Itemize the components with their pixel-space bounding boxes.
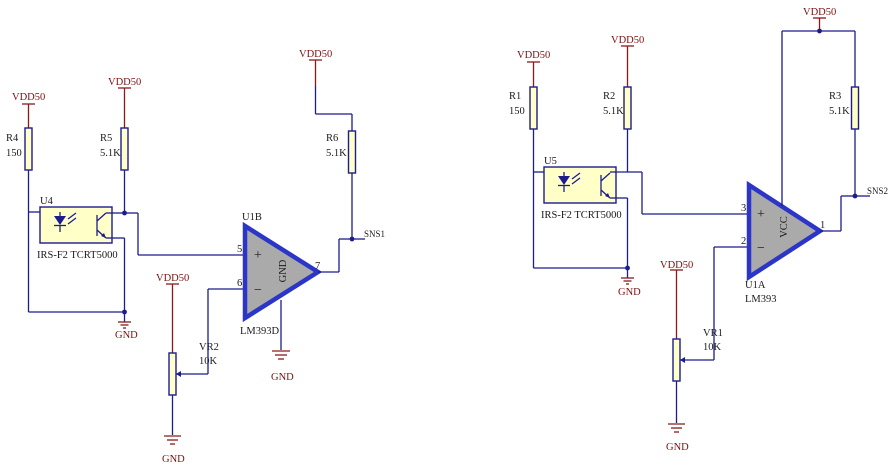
vdd-label-r5: VDD50 xyxy=(108,77,141,88)
vdd-label-top: VDD50 xyxy=(803,7,836,18)
vdd-port-r1: VDD50 xyxy=(517,50,550,87)
gnd-label-u1b: GND xyxy=(271,372,294,383)
optocoupler-u4[interactable]: U4 IRS-F2 TCRT5000 xyxy=(37,196,118,261)
junction-u4-gnd xyxy=(122,309,127,315)
u5-part: IRS-F2 TCRT5000 xyxy=(541,210,622,221)
u1b-plus-sign: + xyxy=(254,248,262,263)
vr1-value: 10K xyxy=(703,342,722,353)
vdd-label-vr1: VDD50 xyxy=(660,260,693,271)
r6-ref: R6 xyxy=(326,133,338,144)
r1-ref: R1 xyxy=(509,91,521,102)
optocoupler-u5[interactable]: U5 IRS-F2 TCRT5000 xyxy=(541,156,622,221)
vdd-label-r6: VDD50 xyxy=(299,49,332,60)
ground-u4: GND xyxy=(115,321,138,341)
vdd-port-r2: VDD50 xyxy=(611,35,644,87)
u1b-part: LM393D xyxy=(240,326,280,337)
resistor-r6[interactable]: R6 5.1K xyxy=(326,130,357,174)
junction-u5-gnd xyxy=(625,265,630,271)
r2-ref: R2 xyxy=(603,91,615,102)
vdd-port-r5: VDD50 xyxy=(108,77,141,128)
r4-ref: R4 xyxy=(6,133,19,144)
u1b-power-label: GND xyxy=(278,259,289,282)
gnd-label-vr2: GND xyxy=(162,454,185,465)
potentiometer-vr1[interactable]: VR1 10K xyxy=(672,328,723,382)
potentiometer-vr2[interactable]: VR2 10K xyxy=(168,342,219,396)
ground-u5: GND xyxy=(618,277,641,298)
net-label-sns1: SNS1 xyxy=(364,229,385,239)
u1a-minus-sign: − xyxy=(757,241,765,256)
gnd-label-u4: GND xyxy=(115,330,138,341)
resistor-r2[interactable]: R2 5.1K xyxy=(603,86,632,130)
ground-vr2: GND xyxy=(162,435,185,465)
u1b-pin-6: 6 xyxy=(237,278,242,289)
junction-vdd-top xyxy=(817,28,822,34)
vdd-label-vr2: VDD50 xyxy=(156,273,189,284)
vdd-port-r6: VDD50 xyxy=(299,49,332,86)
r2-value: 5.1K xyxy=(603,106,624,117)
r4-value: 150 xyxy=(6,148,22,159)
u1a-pin-3: 3 xyxy=(741,203,746,214)
vr1-ref: VR1 xyxy=(703,328,723,339)
r3-ref: R3 xyxy=(829,91,841,102)
u1b-minus-sign: − xyxy=(254,283,262,298)
vdd-label-r1: VDD50 xyxy=(517,50,550,61)
vdd-port-vr1: VDD50 xyxy=(660,260,693,339)
r5-value: 5.1K xyxy=(100,148,121,159)
u1a-ref: U1A xyxy=(745,280,766,291)
r6-value: 5.1K xyxy=(326,148,347,159)
u1b-pin-5: 5 xyxy=(237,244,242,255)
vr2-ref: VR2 xyxy=(199,342,219,353)
vdd-label-r4: VDD50 xyxy=(12,92,45,103)
net-label-sns2: SNS2 xyxy=(867,186,888,196)
u1a-pin-1: 1 xyxy=(820,220,825,231)
led-icon xyxy=(54,216,66,225)
gnd-label-vr1: GND xyxy=(666,442,689,453)
comparator-u1a[interactable]: + − VCC 3 2 1 U1A LM393 xyxy=(741,180,825,305)
r3-value: 5.1K xyxy=(829,106,850,117)
gnd-label-u5: GND xyxy=(618,287,641,298)
u4-ref: U4 xyxy=(40,196,54,207)
u1a-part: LM393 xyxy=(745,294,777,305)
circuit-1: VDD50 R4 150 VDD50 R5 5.1K xyxy=(6,49,385,465)
comparator-u1b[interactable]: + − GND 5 6 7 U1B LM393D xyxy=(237,212,323,337)
vdd-label-r2: VDD50 xyxy=(611,35,644,46)
led-icon xyxy=(558,176,570,185)
vdd-port-vr2: VDD50 xyxy=(156,273,189,353)
resistor-r1[interactable]: R1 150 xyxy=(509,86,538,130)
u5-ref: U5 xyxy=(544,156,557,167)
r5-ref: R5 xyxy=(100,133,112,144)
r1-value: 150 xyxy=(509,106,525,117)
resistor-r5[interactable]: R5 5.1K xyxy=(100,127,129,171)
u1a-power-label: VCC xyxy=(779,216,790,238)
vdd-port-r4: VDD50 xyxy=(12,92,45,128)
u1b-ref: U1B xyxy=(242,212,262,223)
u4-part: IRS-F2 TCRT5000 xyxy=(37,250,118,261)
ground-u1b: GND xyxy=(271,350,294,383)
vdd-port-top: VDD50 xyxy=(803,7,836,31)
ground-vr1: GND xyxy=(666,423,689,453)
circuit-2: VDD50 R1 150 VDD50 R2 5.1K xyxy=(509,7,888,453)
u1a-pin-2: 2 xyxy=(741,236,746,247)
resistor-r4[interactable]: R4 150 xyxy=(6,127,33,171)
resistor-r3[interactable]: R3 5.1K xyxy=(829,86,860,130)
u1a-plus-sign: + xyxy=(757,207,765,222)
u1b-pin-7: 7 xyxy=(315,261,320,272)
